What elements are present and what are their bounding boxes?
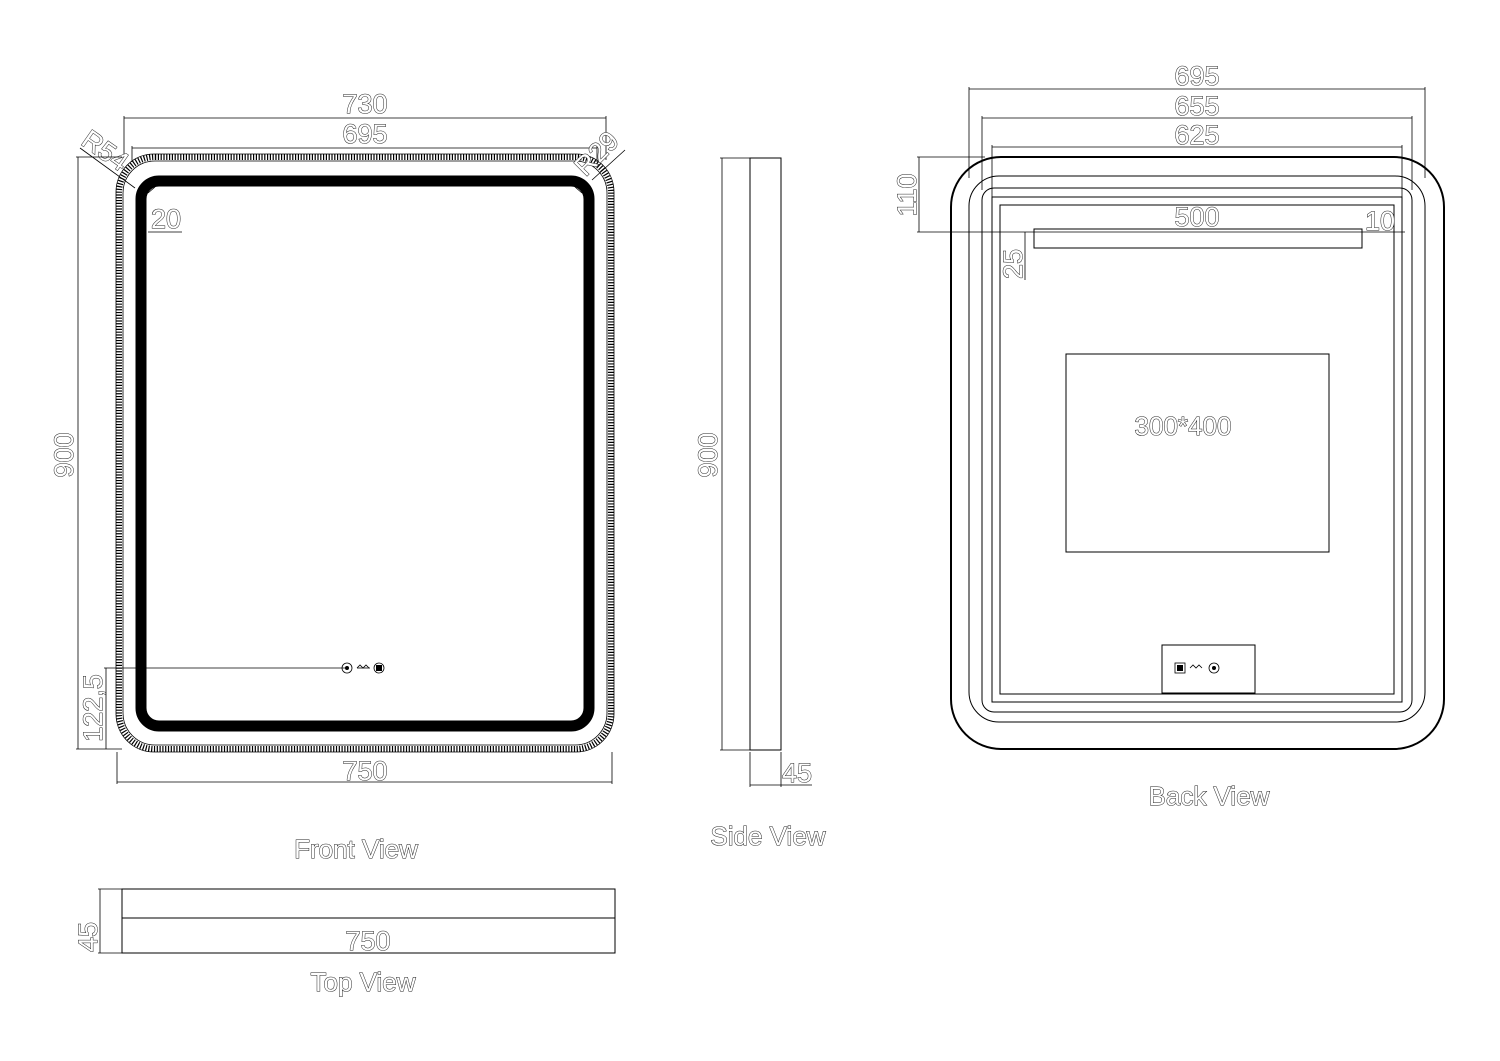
front-view-label: Front View xyxy=(294,834,418,864)
dim-back-10: 10 xyxy=(1365,206,1395,236)
dim-front-695: 695 xyxy=(342,119,387,149)
corner-mark-right xyxy=(574,186,583,194)
dim-back-25: 25 xyxy=(998,249,1028,279)
front-inner-edge xyxy=(122,160,608,746)
corner-mark-left xyxy=(147,186,156,194)
dim-front-730: 730 xyxy=(342,89,387,119)
side-view-label: Side View xyxy=(710,821,825,851)
back-outer-shell xyxy=(950,156,1445,750)
back-frame-2 xyxy=(981,187,1413,713)
dim-top-45: 45 xyxy=(73,922,103,952)
back-frame-3 xyxy=(991,196,1403,703)
radius-leader-left xyxy=(79,147,136,189)
back-frame-1 xyxy=(968,175,1426,723)
light-switch-icon xyxy=(341,662,353,674)
dim-top-750: 750 xyxy=(345,926,390,956)
back-light-icon-core xyxy=(1212,666,1216,670)
back-light-icon xyxy=(1208,662,1220,674)
light-switch-core xyxy=(345,666,349,670)
front-view: 730 695 R54 R29 20 900 122,5 xyxy=(49,89,626,865)
dim-front-r54: R54 xyxy=(76,124,134,177)
front-outer-frame xyxy=(116,154,614,752)
touch-switch-group xyxy=(341,662,385,674)
dim-back-110: 110 xyxy=(892,173,922,216)
front-led-band xyxy=(135,175,595,732)
dim-back-panel-size: 300*400 xyxy=(1135,411,1232,441)
back-frame-4 xyxy=(999,204,1395,695)
back-view-label: Back View xyxy=(1149,781,1270,811)
dim-front-900: 900 xyxy=(49,432,79,477)
back-power-icon-core xyxy=(1177,665,1183,671)
back-defog-icon xyxy=(1189,664,1203,669)
dim-back-625: 625 xyxy=(1174,120,1219,150)
back-panel xyxy=(1065,353,1330,553)
side-profile xyxy=(749,157,782,751)
dim-side-45: 45 xyxy=(782,758,812,788)
dim-front-122-5: 122,5 xyxy=(78,674,108,742)
radius-leader-right xyxy=(591,149,626,181)
dim-front-750: 750 xyxy=(342,756,387,786)
top-view: 45 750 Top View xyxy=(73,888,616,998)
dim-back-655: 655 xyxy=(1174,91,1219,121)
top-profile xyxy=(121,888,616,954)
side-view: 900 45 Side View xyxy=(693,157,826,852)
dim-back-500: 500 xyxy=(1174,202,1219,232)
top-view-label: Top View xyxy=(310,967,415,997)
dim-side-900: 900 xyxy=(693,432,723,477)
back-view: 695 655 625 110 500 10 25 300*400 Back V… xyxy=(892,61,1445,812)
dim-front-20: 20 xyxy=(151,204,181,234)
back-led-bar xyxy=(1033,228,1363,249)
defog-icon xyxy=(356,664,370,669)
dimmer-switch-icon xyxy=(373,662,385,674)
dim-back-695: 695 xyxy=(1174,61,1219,91)
back-switch-box xyxy=(1161,644,1256,694)
front-outer-edge xyxy=(115,153,615,753)
back-power-icon xyxy=(1174,662,1186,674)
dimmer-switch-core xyxy=(376,665,382,671)
dim-front-r29: R29 xyxy=(569,126,625,182)
